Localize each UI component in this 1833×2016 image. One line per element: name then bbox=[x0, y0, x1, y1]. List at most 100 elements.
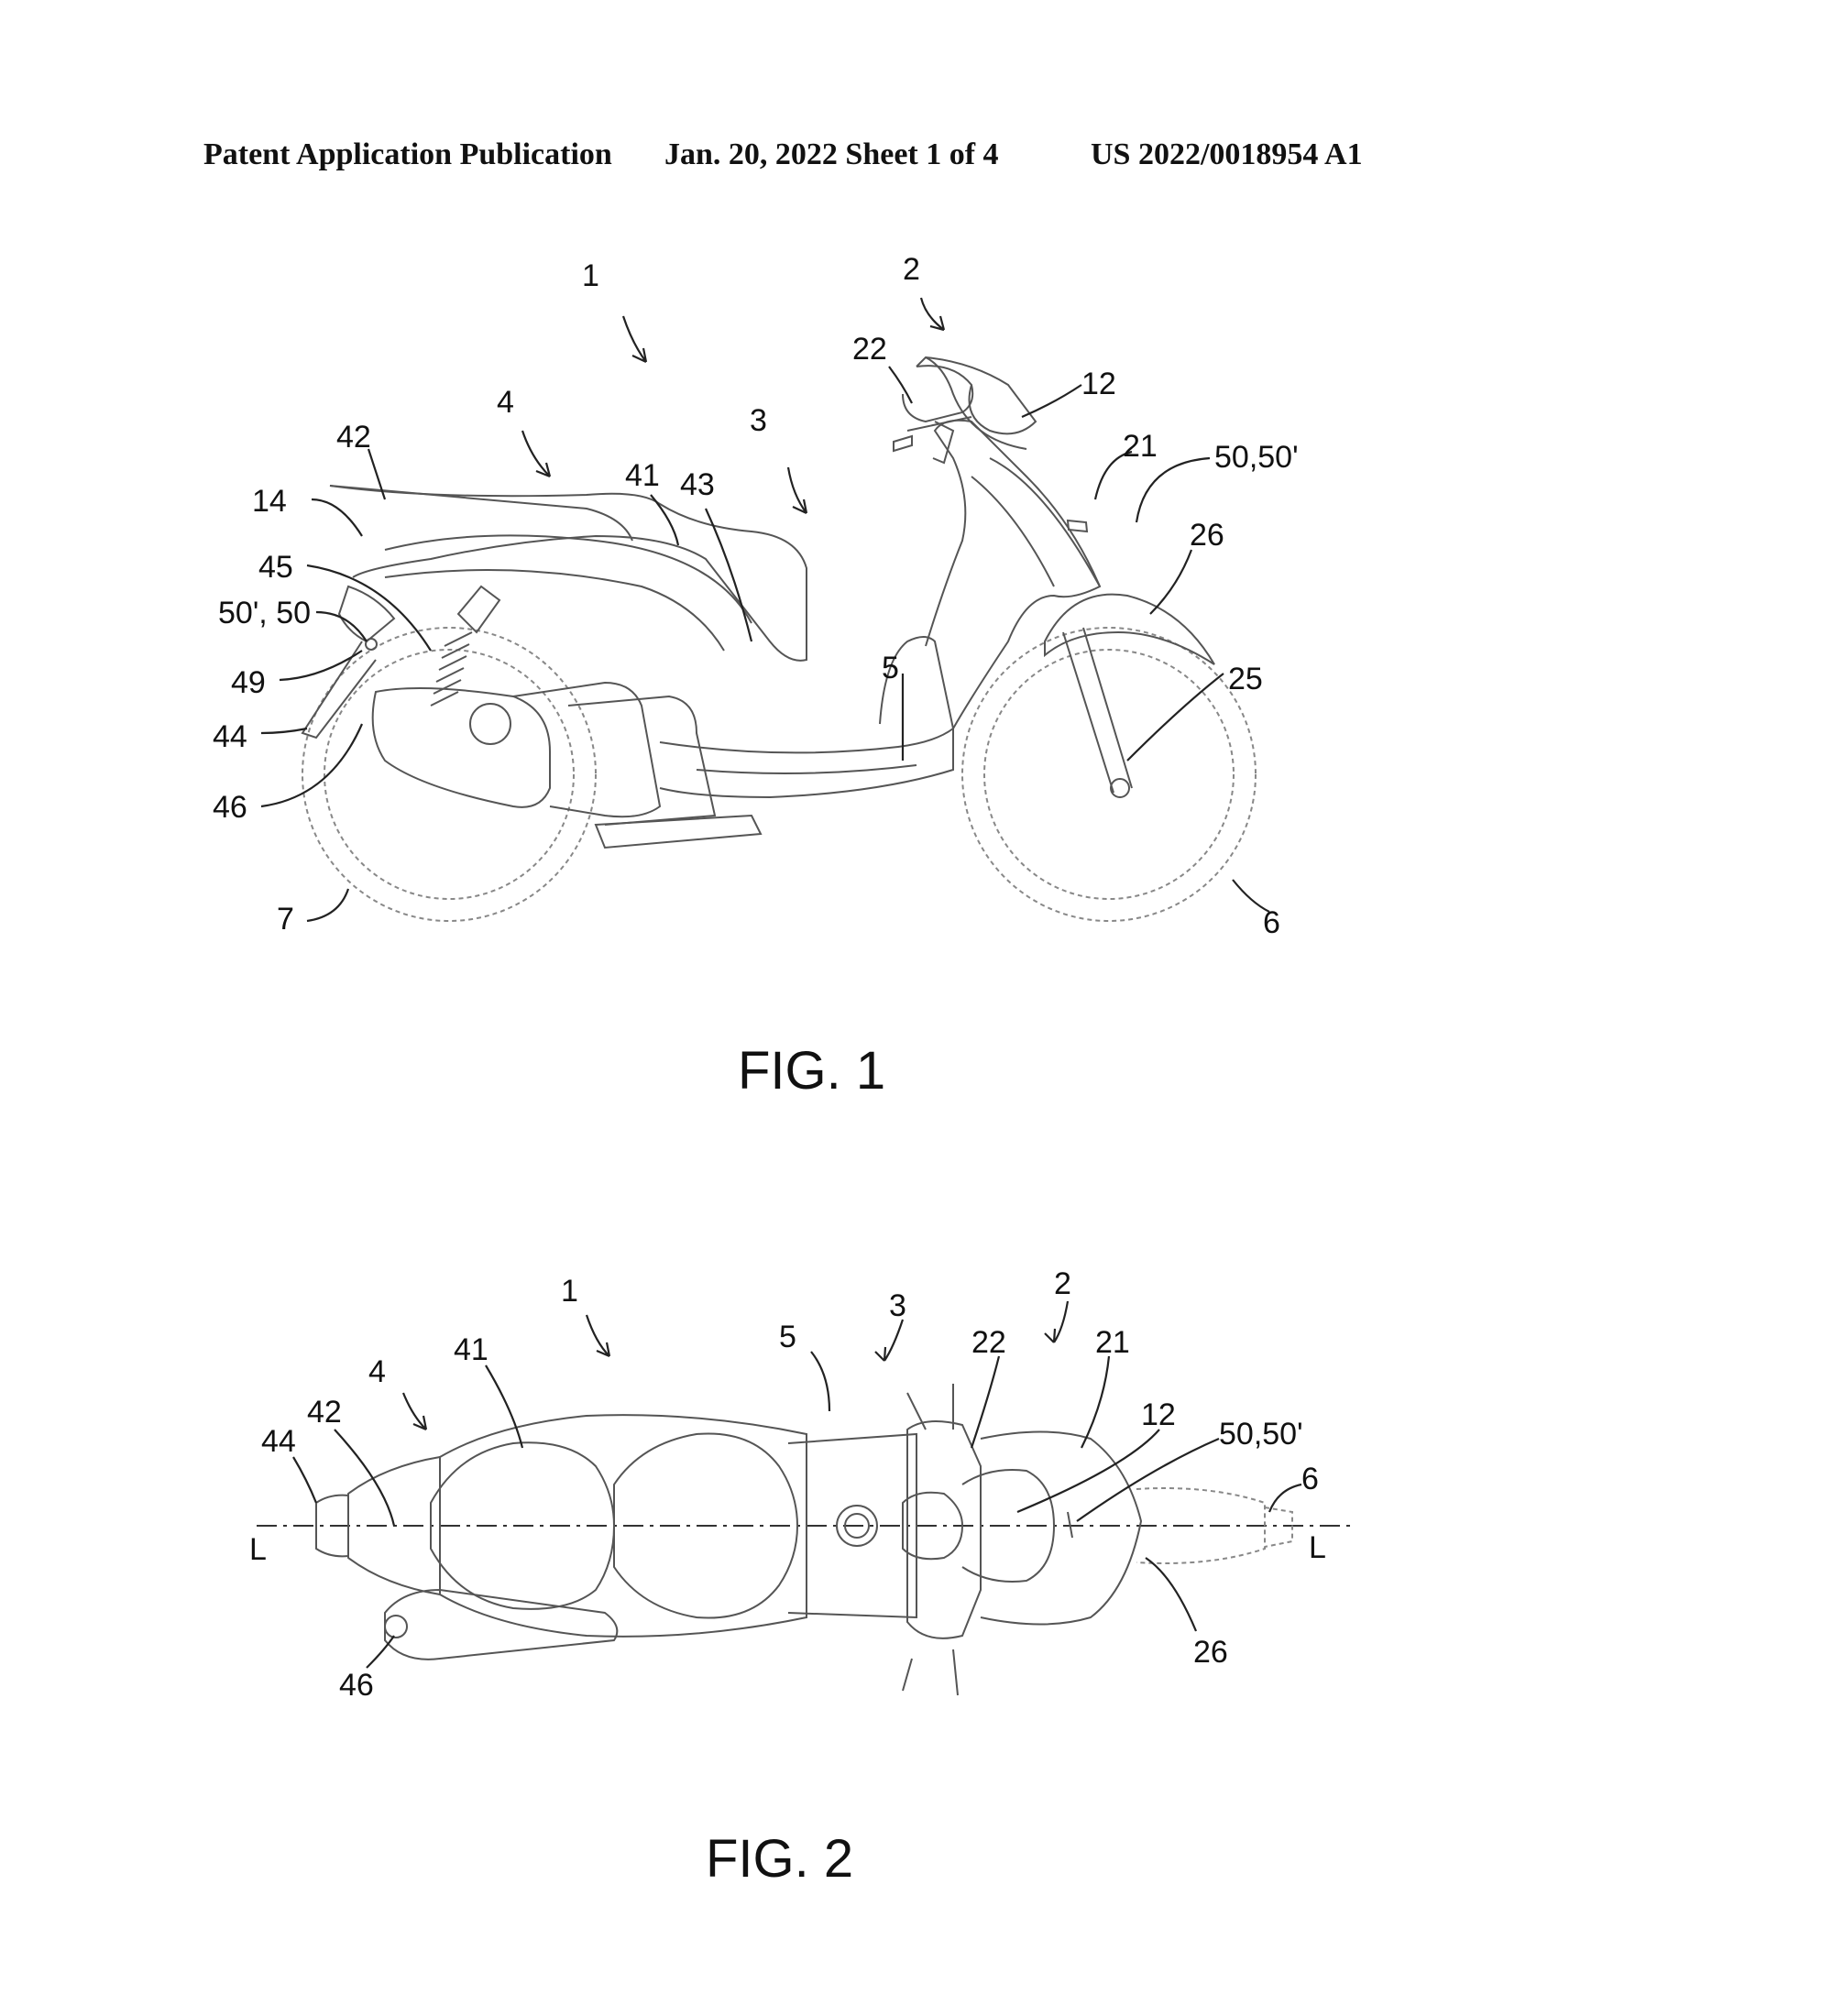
fig1-headset bbox=[932, 421, 955, 465]
fig1-lead-26 bbox=[1149, 549, 1193, 615]
fig1-engine-cover bbox=[469, 703, 511, 745]
fig1-floor-rise bbox=[879, 636, 954, 729]
fig2-label-42: 42 bbox=[307, 1395, 342, 1430]
fig2-front-seat-cushion bbox=[613, 1432, 799, 1619]
fig1-shock-top bbox=[456, 585, 501, 634]
fig1-leg-shield bbox=[925, 419, 1102, 729]
fig1-handlebar-grip bbox=[893, 416, 972, 453]
fig2-arrow-1 bbox=[585, 1314, 611, 1358]
fig1-arrow-2 bbox=[919, 297, 946, 332]
fig1-tail-light bbox=[337, 585, 396, 643]
fig1-lead-45 bbox=[306, 564, 432, 652]
fig1-leg-shield-crease bbox=[971, 476, 1055, 587]
fig1-lead-22 bbox=[888, 366, 913, 404]
fig2-fuel-cap bbox=[836, 1505, 878, 1547]
fig2-exhaust-tip bbox=[384, 1615, 408, 1638]
fig2-label-21: 21 bbox=[1095, 1325, 1130, 1360]
fig2-label-2: 2 bbox=[1054, 1266, 1071, 1301]
fig1-front-wheel bbox=[961, 627, 1257, 922]
fig1-lead-42 bbox=[367, 448, 387, 500]
fig2-label-26: 26 bbox=[1193, 1635, 1228, 1670]
fig2-label-12: 12 bbox=[1141, 1397, 1176, 1432]
fig1-label-50-50prime: 50,50' bbox=[1214, 440, 1299, 475]
fig2-front-shield bbox=[980, 1430, 1143, 1626]
fig2-lead-42 bbox=[334, 1429, 396, 1527]
fig1-label-41: 41 bbox=[625, 458, 660, 493]
fig1-label-26: 26 bbox=[1190, 518, 1224, 553]
fig2-exhaust bbox=[384, 1588, 619, 1660]
fig1-rear-wheel-inner bbox=[324, 649, 575, 900]
fig1-lead-44 bbox=[260, 727, 308, 735]
fig2-caption: FIG. 2 bbox=[706, 1829, 853, 1889]
fig2-label-4: 4 bbox=[368, 1354, 386, 1389]
fig1-label-43: 43 bbox=[680, 467, 715, 502]
header-date-sheet: Jan. 20, 2022 Sheet 1 of 4 bbox=[664, 137, 999, 171]
header-number: US 2022/0018954 A1 bbox=[1091, 137, 1363, 171]
fig1-label-49: 49 bbox=[231, 665, 266, 700]
fig1-lead-12 bbox=[1021, 384, 1082, 419]
fig1-arrow-3 bbox=[786, 466, 808, 514]
fig2-arrow-3 bbox=[874, 1319, 905, 1362]
fig2-floor-panel bbox=[787, 1432, 917, 1619]
fig2-lead-46 bbox=[366, 1635, 395, 1669]
fig2-label-5: 5 bbox=[779, 1320, 796, 1354]
fig1-arrow-4 bbox=[521, 430, 552, 478]
fig1-label-14: 14 bbox=[252, 484, 287, 519]
fig2-front-wheel bbox=[1264, 1507, 1293, 1548]
fig2-lead-50 bbox=[1076, 1437, 1220, 1522]
fig1-front-axle bbox=[1110, 778, 1130, 798]
fig1-handlebar-cover bbox=[916, 356, 1037, 435]
fig1-label-44: 44 bbox=[213, 719, 247, 754]
fig1-lead-49 bbox=[279, 650, 363, 682]
fig1-label-45: 45 bbox=[258, 550, 293, 585]
fig1-panel-crease-2 bbox=[384, 569, 725, 652]
fig1-headlight-cowl bbox=[925, 356, 1027, 450]
fig1-lead-50b bbox=[315, 610, 368, 642]
fig2-front-mudguard bbox=[1136, 1487, 1266, 1564]
fig2-lead-26 bbox=[1145, 1557, 1198, 1632]
fig1-lead-43 bbox=[705, 508, 753, 642]
fig2-label-46: 46 bbox=[339, 1668, 374, 1703]
fig2-mirror-stems-lower bbox=[902, 1649, 959, 1696]
fig1-lead-50a bbox=[1135, 456, 1211, 523]
fig1-rear-wheel bbox=[302, 627, 597, 922]
fig1-panel-crease bbox=[384, 534, 752, 624]
fig1-seat-line bbox=[329, 485, 633, 542]
fig2-fuel-cap-inner bbox=[844, 1513, 870, 1539]
fig1-label-12: 12 bbox=[1081, 367, 1116, 401]
fig1-leg-shield-edge bbox=[989, 457, 1101, 587]
fig1-lead-41 bbox=[650, 494, 680, 546]
fig1-label-3: 3 bbox=[750, 403, 767, 438]
fig1-label-7: 7 bbox=[277, 902, 294, 937]
fig1-label-5: 5 bbox=[882, 651, 899, 685]
fig1-front-indicator bbox=[1066, 519, 1089, 533]
fig2-label-44: 44 bbox=[261, 1424, 296, 1459]
fig2-seat-outline bbox=[439, 1414, 807, 1638]
fig1-label-46: 46 bbox=[213, 790, 247, 825]
fig2-label-3: 3 bbox=[889, 1288, 906, 1323]
fig1-caption: FIG. 1 bbox=[738, 1041, 885, 1101]
fig2-label-L-left: L bbox=[249, 1532, 267, 1567]
fig1-label-21: 21 bbox=[1123, 429, 1158, 464]
fig1-label-4: 4 bbox=[497, 385, 514, 420]
fig2-instrument bbox=[902, 1491, 964, 1561]
fig1-lead-7 bbox=[306, 888, 350, 923]
fig2-lead-5 bbox=[810, 1351, 831, 1412]
fig1-rear-indicator bbox=[365, 638, 378, 651]
fig1-label-25: 25 bbox=[1228, 662, 1263, 696]
fig1-label-22: 22 bbox=[852, 332, 887, 367]
fig1-steering-head bbox=[902, 365, 974, 423]
fig1-label-50prime-50: 50', 50 bbox=[218, 596, 311, 630]
fig2-lead-44 bbox=[292, 1456, 318, 1504]
fig2-top-view: 1 2 3 4 5 6 12 21 22 26 41 42 44 46 50,5… bbox=[249, 1266, 1356, 1889]
fig1-swingarm bbox=[594, 814, 763, 849]
fig1-front-mudguard bbox=[1044, 593, 1215, 665]
fig2-lead-21 bbox=[1081, 1355, 1111, 1449]
fig1-lead-6 bbox=[1232, 879, 1270, 913]
fig1-lead-46 bbox=[260, 723, 364, 808]
fig1-front-fork bbox=[1062, 627, 1133, 794]
fig1-label-1: 1 bbox=[582, 258, 599, 293]
fig1-front-wheel-inner bbox=[983, 649, 1235, 900]
